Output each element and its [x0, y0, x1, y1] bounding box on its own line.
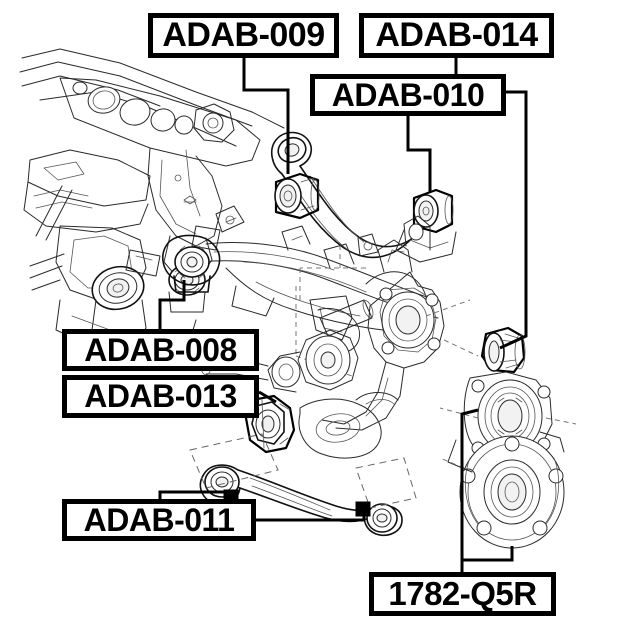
label-adab-013-text: ADAB-013 [65, 378, 256, 415]
label-adab-014-text: ADAB-014 [362, 16, 551, 55]
label-adab-010-text: ADAB-010 [313, 77, 503, 113]
upper-arm-outer-bushing [412, 188, 454, 234]
lower-arm-bushing [162, 234, 221, 293]
label-1782-q5r-text: 1782-Q5R [372, 575, 553, 613]
hex-flange-bushing [244, 394, 296, 454]
label-adab-009[interactable]: ADAB-009 [148, 13, 339, 58]
label-adab-008-text: ADAB-008 [65, 332, 256, 368]
knuckle-bushing [480, 326, 526, 374]
lower-bracket [298, 392, 399, 459]
stabilizer-link [215, 205, 245, 233]
label-adab-010[interactable]: ADAB-010 [310, 74, 506, 116]
label-adab-013[interactable]: ADAB-013 [62, 375, 259, 418]
label-adab-008[interactable]: ADAB-008 [62, 329, 259, 371]
lower-control-arm [162, 225, 439, 333]
label-1782-q5r[interactable]: 1782-Q5R [369, 572, 556, 616]
toe-link [189, 433, 417, 536]
upper-control-arm-inner-bushing [274, 172, 320, 220]
steering-knuckle [200, 215, 479, 431]
rear-subframe [19, 48, 285, 351]
wheel-hub [439, 431, 565, 549]
upper-control-arm [270, 131, 457, 263]
label-adab-014[interactable]: ADAB-014 [359, 13, 554, 58]
label-adab-011[interactable]: ADAB-011 [62, 499, 256, 541]
trailing-arm-bushing [91, 265, 147, 345]
label-adab-011-text: ADAB-011 [65, 502, 253, 538]
label-adab-009-text: ADAB-009 [151, 16, 336, 55]
wheel-bearing-flange [439, 371, 577, 461]
